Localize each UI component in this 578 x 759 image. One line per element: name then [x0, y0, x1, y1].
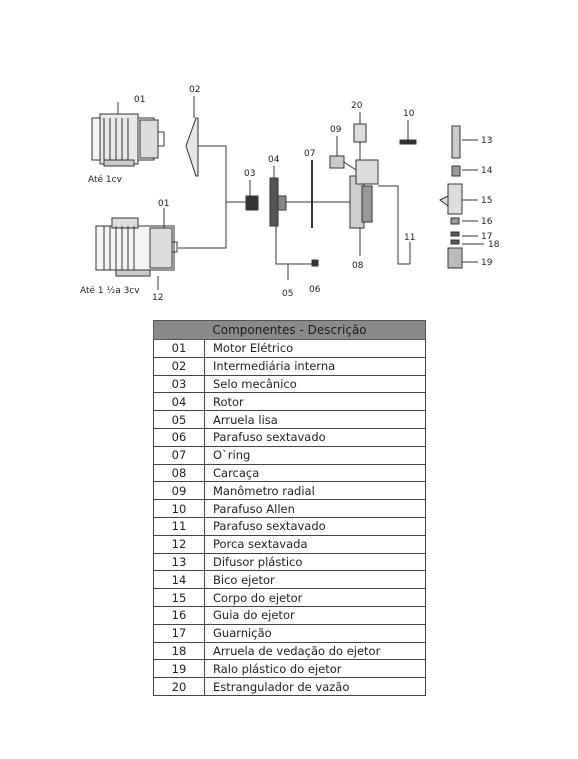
callout-09: 09 — [330, 125, 342, 135]
callout-16: 16 — [481, 217, 493, 227]
row-code: 10 — [153, 499, 205, 518]
row-description: Corpo do ejetor — [204, 588, 426, 607]
row-code: 09 — [153, 481, 205, 501]
row-description: Guarnição — [204, 623, 426, 643]
callout-15: 15 — [481, 196, 492, 206]
ejetor-drawing — [439, 125, 463, 269]
callout-13: 13 — [481, 136, 492, 146]
row-code: 14 — [153, 570, 205, 590]
callout-04: 04 — [268, 155, 280, 165]
row-code: 11 — [153, 516, 205, 536]
callout-06: 06 — [309, 285, 321, 295]
callout-01-large: 01 — [158, 199, 169, 209]
row-description: Selo mecânico — [204, 374, 426, 394]
callout-07: 07 — [304, 149, 315, 159]
callout-20: 20 — [351, 101, 363, 111]
motor-small-drawing — [91, 102, 165, 167]
row-code: 02 — [153, 356, 205, 376]
row-description: Ralo plástico do ejetor — [204, 659, 426, 679]
row-description: Difusor plástico — [204, 552, 426, 572]
row-code: 01 — [153, 339, 205, 358]
callout-12: 12 — [152, 293, 163, 303]
rotor-drawing — [269, 177, 279, 227]
callout-05: 05 — [282, 289, 293, 299]
table-header: Componentes - Descrição — [153, 320, 426, 340]
row-code: 17 — [153, 623, 205, 643]
intermediaria-drawing — [185, 117, 199, 177]
row-description: Rotor — [204, 392, 426, 412]
row-code: 15 — [153, 588, 205, 607]
callout-17: 17 — [481, 232, 492, 242]
row-code: 20 — [153, 677, 205, 696]
row-description: Guia do ejetor — [204, 605, 426, 625]
row-description: Motor Elétrico — [204, 339, 426, 358]
motor-large-caption: Até 1 ½a 3cv — [80, 285, 140, 296]
callout-08: 08 — [352, 261, 364, 271]
row-description: Parafuso sextavado — [204, 516, 426, 536]
row-description: Estrangulador de vazão — [204, 677, 426, 696]
callout-14: 14 — [481, 166, 493, 176]
selo-drawing — [245, 195, 259, 211]
row-code: 04 — [153, 392, 205, 412]
callout-02: 02 — [189, 85, 200, 95]
motor-large-drawing — [95, 208, 178, 290]
row-description: Manômetro radial — [204, 481, 426, 501]
table-header-row: Componentes - Descrição — [153, 320, 426, 340]
row-code: 06 — [153, 427, 205, 447]
row-description: Parafuso sextavado — [204, 427, 426, 447]
callout-01-small: 01 — [134, 95, 145, 105]
row-description: Carcaça — [204, 463, 426, 483]
callout-18: 18 — [488, 240, 500, 250]
motor-small-caption: Até 1cv — [88, 174, 123, 185]
callout-19: 19 — [481, 258, 493, 268]
row-description: Arruela de vedação do ejetor — [204, 641, 426, 661]
row-description: O`ring — [204, 445, 426, 465]
row-code: 19 — [153, 659, 205, 679]
row-code: 18 — [153, 641, 205, 661]
row-description: Arruela lisa — [204, 410, 426, 429]
row-code: 13 — [153, 552, 205, 572]
row-code: 07 — [153, 445, 205, 465]
callout-03: 03 — [244, 169, 255, 179]
row-code: 08 — [153, 463, 205, 483]
exploded-diagram: 01 02 Até 1cv 01 Até 1 ½a 3cv 12 03 04 0… — [80, 85, 500, 303]
row-code: 12 — [153, 534, 205, 554]
row-code: 05 — [153, 410, 205, 429]
row-description: Intermediária interna — [204, 356, 426, 376]
row-description: Porca sextavada — [204, 534, 426, 554]
row-description: Bico ejetor — [204, 570, 426, 590]
row-description: Parafuso Allen — [204, 499, 426, 518]
row-code: 03 — [153, 374, 205, 394]
callout-11: 11 — [404, 233, 415, 243]
callout-10: 10 — [403, 109, 415, 119]
carcaca-drawing — [349, 159, 379, 229]
row-code: 16 — [153, 605, 205, 625]
